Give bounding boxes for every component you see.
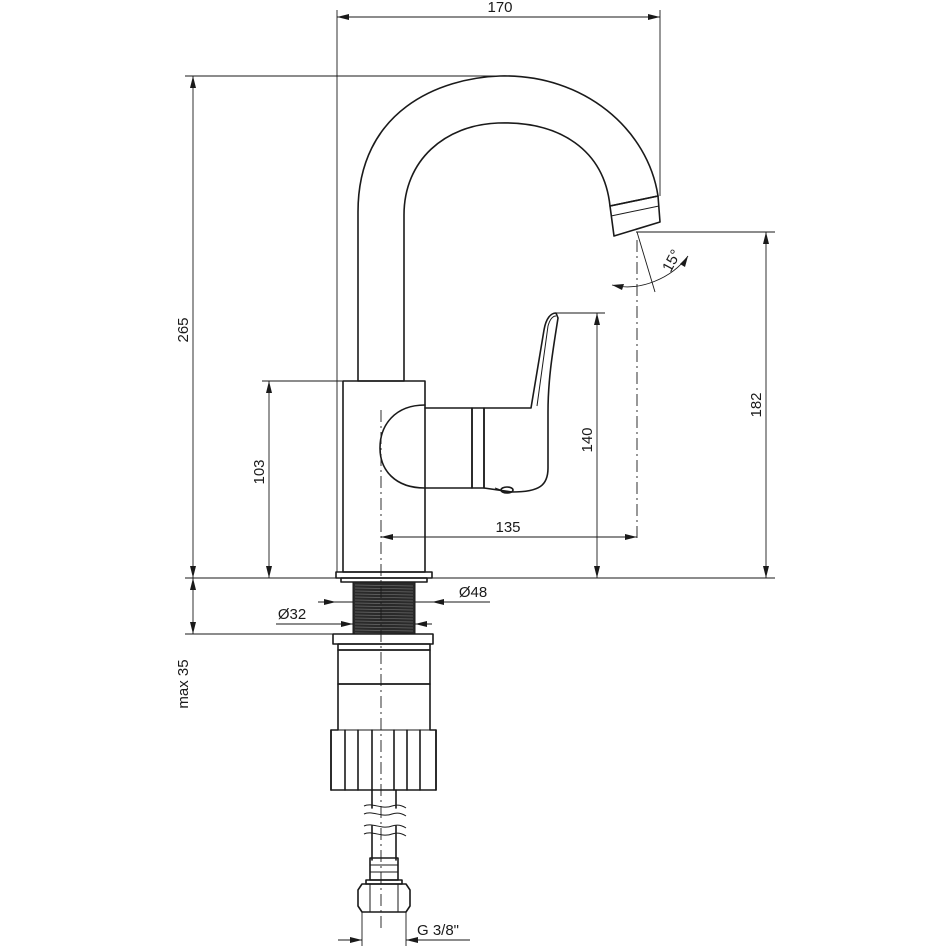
counter-washer xyxy=(332,633,434,645)
aerator xyxy=(609,195,661,237)
label-connection-thread: G 3/8" xyxy=(417,922,459,939)
thread-line xyxy=(354,614,414,617)
label-lever-height: 140 xyxy=(579,427,596,452)
thread-line xyxy=(354,617,414,620)
thread-line xyxy=(354,623,414,626)
spout xyxy=(357,75,659,382)
label-shank-diameter: Ø32 xyxy=(278,606,306,623)
thread-line xyxy=(354,626,414,629)
lock-nut xyxy=(337,649,431,685)
label-overall-width: 170 xyxy=(487,0,512,16)
thread-line xyxy=(354,590,414,593)
thread-line xyxy=(354,611,414,614)
thread-line xyxy=(354,596,414,599)
label-spout-reach: 135 xyxy=(495,519,520,536)
thread-line xyxy=(354,584,414,587)
hose-hex-nut xyxy=(357,883,411,913)
label-overall-height: 265 xyxy=(175,317,192,342)
label-swivel-angle: 15° xyxy=(659,247,685,275)
dimension-labels: 170 265 182 103 140 135 15° Ø48 Ø32 max … xyxy=(175,0,765,939)
thread-line xyxy=(354,608,414,611)
label-max-counter: max 35 xyxy=(175,659,192,708)
cartridge-housing xyxy=(379,404,473,489)
dimension-arrows xyxy=(190,14,769,943)
faucet-body xyxy=(342,380,426,573)
threaded-shank xyxy=(352,581,416,635)
thread-line xyxy=(354,599,414,602)
lever-handle xyxy=(483,312,559,493)
label-base-diameter: Ø48 xyxy=(459,584,487,601)
label-body-height: 103 xyxy=(251,459,268,484)
center-lines xyxy=(380,240,638,928)
thread-line xyxy=(354,593,414,596)
thread-line xyxy=(354,620,414,623)
thread-line xyxy=(354,605,414,608)
thread-line xyxy=(354,602,414,605)
faucet-outline xyxy=(330,75,661,913)
thread-line xyxy=(354,587,414,590)
thread-line xyxy=(354,629,414,632)
label-spout-height: 182 xyxy=(748,392,765,417)
base-flange xyxy=(335,571,433,579)
dimension-lines xyxy=(185,10,775,946)
